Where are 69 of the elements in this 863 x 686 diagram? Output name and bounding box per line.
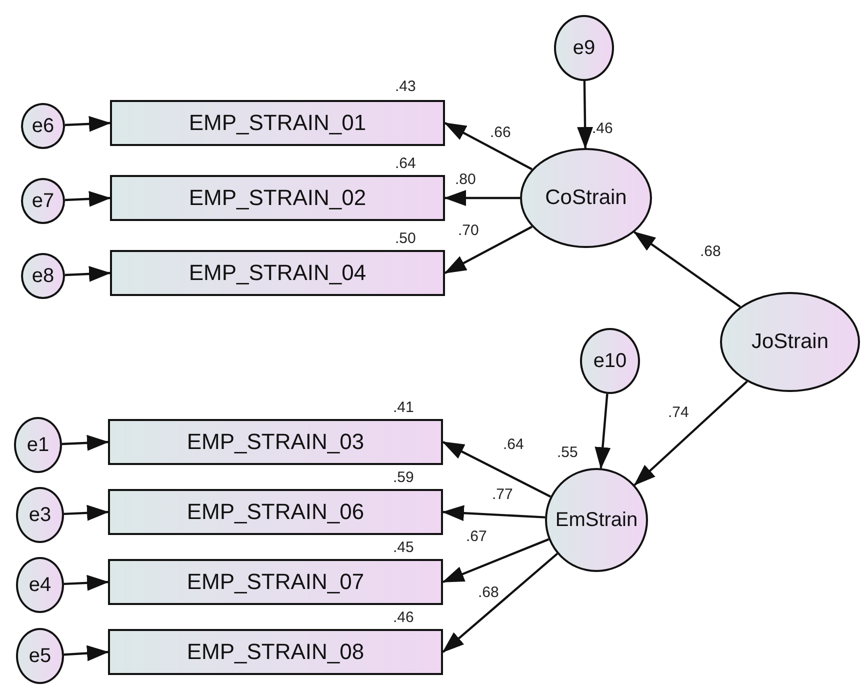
edge-label: .67 bbox=[466, 528, 487, 545]
observed-variable-box bbox=[108, 559, 443, 605]
variable-name: EMP_STRAIN_07 bbox=[186, 569, 364, 595]
path-arrow bbox=[64, 116, 111, 132]
squared-multiple-correlation: .46 bbox=[393, 609, 414, 626]
squared-multiple-correlation: .43 bbox=[395, 78, 416, 95]
variable-name: EMP_STRAIN_03 bbox=[186, 429, 364, 455]
squared-multiple-correlation: .45 bbox=[393, 539, 414, 556]
path-arrow bbox=[64, 266, 111, 282]
variable-label: e7 bbox=[32, 190, 54, 212]
path-arrow bbox=[64, 574, 109, 591]
variable-name: EMP_STRAIN_02 bbox=[188, 185, 366, 211]
variable-label: CoStrain bbox=[545, 186, 627, 210]
variable-label: e8 bbox=[32, 264, 54, 288]
edge-label: .66 bbox=[490, 124, 511, 141]
error-term-circle bbox=[16, 557, 64, 613]
error-term-circle bbox=[14, 417, 62, 473]
squared-multiple-correlation: .41 bbox=[393, 399, 414, 416]
variable-name: EMP_STRAIN_04 bbox=[188, 260, 366, 286]
path-arrow bbox=[442, 538, 550, 584]
path-arrow bbox=[444, 122, 532, 170]
edge-label: .68 bbox=[700, 243, 721, 260]
variable-label: JoStrain bbox=[751, 330, 829, 354]
error-term-circle bbox=[16, 487, 64, 543]
variable-label: EmStrain bbox=[555, 508, 638, 532]
variable-label: e9 bbox=[572, 36, 596, 60]
variable-label: e4 bbox=[28, 574, 52, 596]
variable-name: EMP_STRAIN_01 bbox=[188, 110, 366, 136]
variable-name: EMP_STRAIN_06 bbox=[186, 499, 364, 525]
variable-label: e3 bbox=[28, 504, 52, 526]
observed-variable-box bbox=[108, 489, 443, 535]
edge-label: .77 bbox=[492, 486, 513, 503]
observed-variable-box bbox=[110, 100, 445, 146]
observed-variable-box bbox=[110, 250, 445, 296]
observed-variable-box bbox=[108, 629, 443, 675]
path-arrow bbox=[634, 380, 748, 486]
observed-variable-box bbox=[110, 175, 445, 221]
path-arrow bbox=[444, 190, 520, 206]
path-arrow bbox=[444, 226, 532, 274]
variable-label: e5 bbox=[28, 644, 52, 668]
path-arrow bbox=[442, 441, 551, 498]
error-term-circle bbox=[21, 178, 65, 224]
squared-multiple-correlation: .59 bbox=[393, 469, 414, 486]
variable-label: e1 bbox=[26, 434, 50, 456]
edge-label: .68 bbox=[478, 584, 499, 601]
squared-multiple-correlation: .55 bbox=[557, 444, 578, 461]
variable-label: e10 bbox=[593, 350, 627, 372]
path-arrow bbox=[64, 190, 111, 207]
path-arrow bbox=[62, 434, 109, 451]
path-arrow bbox=[594, 394, 611, 470]
edge-label: .64 bbox=[503, 436, 524, 453]
path-arrow bbox=[577, 80, 594, 149]
path-arrow bbox=[442, 505, 546, 522]
edge-label: .74 bbox=[668, 404, 689, 421]
error-term-circle bbox=[21, 103, 65, 149]
squared-multiple-correlation: .64 bbox=[395, 155, 416, 172]
path-arrow bbox=[64, 504, 109, 521]
variable-label: e6 bbox=[32, 114, 54, 138]
variable-name: EMP_STRAIN_08 bbox=[186, 639, 364, 665]
path-arrow bbox=[442, 552, 558, 653]
edge-label: .80 bbox=[455, 171, 476, 188]
error-term-circle bbox=[16, 628, 64, 684]
squared-multiple-correlation: .50 bbox=[395, 230, 416, 247]
observed-variable-box bbox=[108, 419, 443, 465]
path-arrow bbox=[64, 645, 109, 662]
edge-label: .70 bbox=[458, 222, 479, 239]
squared-multiple-correlation: .46 bbox=[592, 120, 613, 137]
path-arrow bbox=[633, 231, 741, 308]
error-term-circle bbox=[21, 253, 65, 299]
